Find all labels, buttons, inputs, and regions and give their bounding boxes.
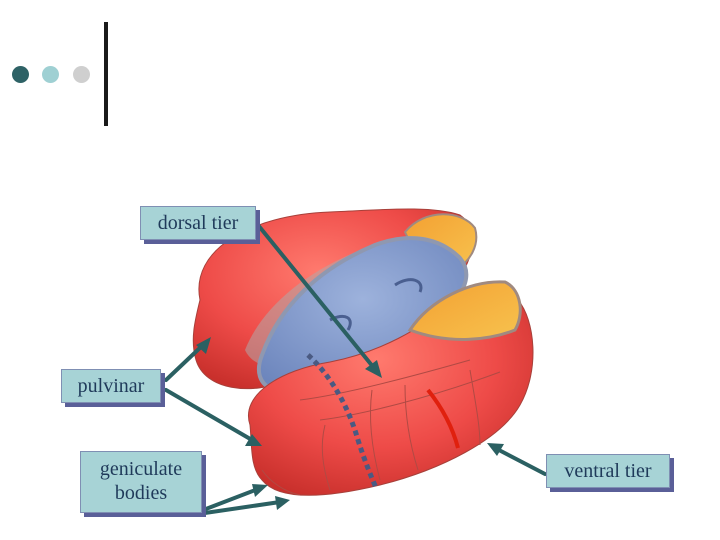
bullet-dot-gray <box>73 66 90 83</box>
bullet-dot-dark <box>12 66 29 83</box>
label-ventral-tier-text: ventral tier <box>564 460 652 482</box>
arrow-dorsal-tier <box>256 223 382 378</box>
internal-medullary-lamina <box>306 353 379 489</box>
label-pulvinar: pulvinar <box>61 369 161 403</box>
reticular-boundary-line <box>426 388 460 449</box>
arrow-ventral-tier <box>487 443 547 476</box>
label-geniculate-line1: geniculate <box>99 458 183 480</box>
label-ventral-tier: ventral tier <box>546 454 670 488</box>
arrow-pulvinar-upper <box>164 337 211 382</box>
label-geniculate-bodies: geniculate bodies <box>80 451 202 513</box>
title-divider-bar <box>104 22 108 126</box>
label-dorsal-tier-text: dorsal tier <box>157 212 239 234</box>
label-geniculate-line2: bodies <box>114 482 168 504</box>
label-pulvinar-text: pulvinar <box>77 375 145 397</box>
arrow-geniculate-upper <box>196 484 268 514</box>
bullet-dot-light <box>42 66 59 83</box>
label-dorsal-tier: dorsal tier <box>140 206 256 240</box>
arrow-pulvinar-lower <box>164 388 262 446</box>
arrow-geniculate-lower <box>196 496 290 516</box>
right-thalamus-lobe <box>248 280 534 496</box>
